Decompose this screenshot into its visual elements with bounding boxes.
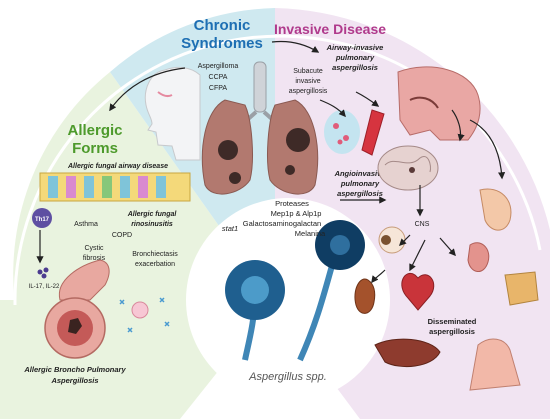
lungs-illustration: [201, 61, 319, 195]
chronic-title-2: Syndromes: [181, 35, 263, 52]
subacute-line3: aspergillosis: [289, 88, 328, 95]
th17-cell: [32, 208, 52, 228]
disseminated-line1: Disseminated: [428, 317, 477, 326]
disseminated-line2: aspergillosis: [429, 327, 475, 336]
melanin-label: Melanina: [295, 229, 326, 238]
cytokine-dot: [41, 273, 47, 279]
bronch-line1: Bronchiectasis: [132, 251, 178, 258]
chronic-item-ccpa: CCPA: [209, 74, 228, 81]
invasive-title: Invasive Disease: [274, 21, 386, 37]
th17-label: Th17: [35, 217, 50, 223]
il-label: IL-17, IL-22: [29, 284, 60, 290]
allergic-title-2: Forms: [72, 140, 118, 157]
galacto-label: Galactosaminogalactan: [243, 219, 321, 228]
brain-illustration: [377, 145, 439, 191]
subacute-line1: Subacute: [293, 68, 323, 75]
afrs-line1: Allergic fungal: [127, 211, 178, 218]
eye-illustration: [378, 226, 406, 254]
bronchus-illustration: [44, 259, 110, 359]
arrows: [36, 40, 506, 284]
angioinvasive-line3: aspergillosis: [337, 189, 383, 198]
ear-illustration: [479, 188, 512, 231]
immune-cells-illustration: [119, 297, 170, 333]
airway-invasive-line1: Airway-invasive: [326, 43, 384, 52]
head-illustration: [144, 66, 201, 161]
subacute-line2: invasive: [295, 78, 320, 85]
cf-line1: Cystic: [84, 245, 104, 252]
angioinvasive-line1: Angioinvasive: [334, 169, 386, 178]
aspergillus-illustration: [225, 220, 365, 362]
angioinvasive-line2: pulmonary: [340, 179, 380, 188]
mep-label: Mep1p & Alp1p: [271, 209, 322, 218]
epithelium-illustration: [39, 172, 191, 202]
chronic-title-1: Chronic: [194, 17, 251, 34]
afrs-line2: rinosinusitis: [131, 221, 173, 228]
cns-label: CNS: [415, 221, 430, 228]
airway-invasive-line2: pulmonary: [335, 53, 375, 62]
organs-illustration: [354, 242, 539, 391]
chronic-item-cfpa: CFPA: [209, 85, 227, 92]
abpa-line1: Allergic Broncho Pulmonary: [23, 365, 126, 374]
cytokine-dot: [43, 267, 49, 273]
species-label: Aspergillus spp.: [248, 371, 327, 383]
airway-invasive-line3: aspergillosis: [332, 63, 378, 72]
bronch-line2: exacerbation: [135, 261, 175, 268]
abpa-line2: Aspergillosis: [50, 376, 98, 385]
allergic-airway-label: Allergic fungal airway disease: [67, 163, 168, 170]
asthma-label: Asthma: [74, 221, 98, 228]
airway-tissue-illustration: [324, 109, 385, 156]
nasal-sinus-illustration: [397, 66, 481, 141]
chronic-item-aspergilloma: Aspergilloma: [198, 63, 239, 70]
stat1-label: stat1: [222, 224, 238, 233]
cf-line2: fibrosis: [83, 255, 106, 262]
cytokine-dot: [37, 269, 43, 275]
copd-label: COPD: [112, 232, 132, 239]
allergic-title-1: Allergic: [67, 122, 122, 139]
proteases-label: Proteases: [275, 199, 309, 208]
